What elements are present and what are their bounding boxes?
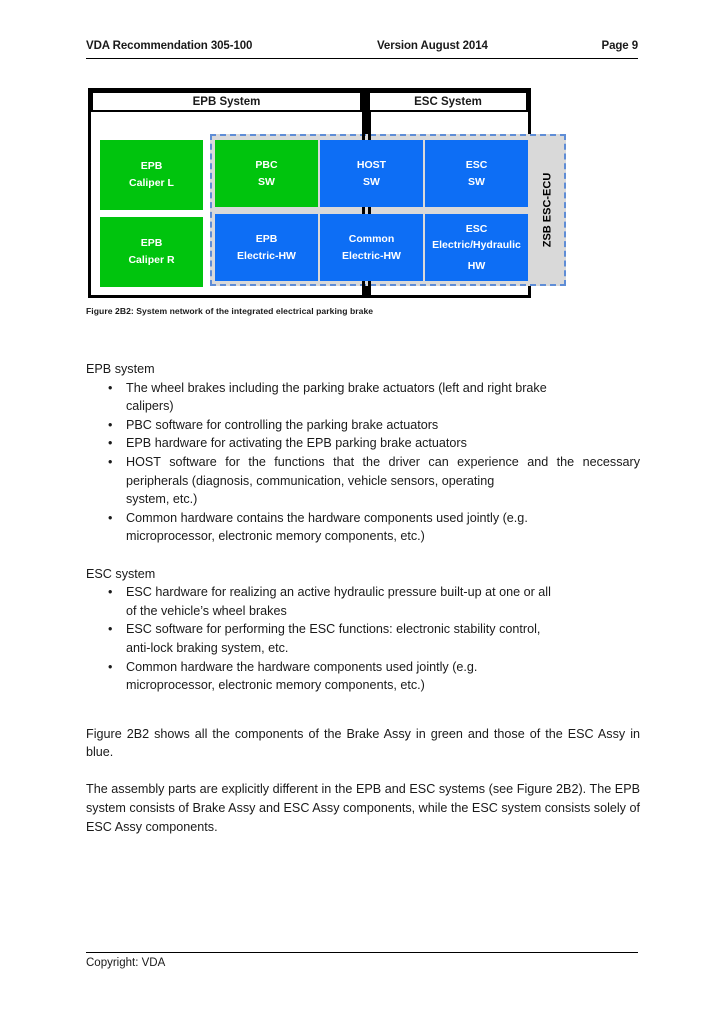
cell-epb-caliper-r-line2: Caliper R <box>128 254 175 266</box>
section-spacer <box>86 546 640 565</box>
esc-system-title: ESC System <box>368 91 528 112</box>
cell-pbc-sw-line1: PBC <box>255 158 278 171</box>
cell-esc-electric-hydraulic-hw: ESC Electric/Hydraulic HW <box>425 214 528 281</box>
epb-bullet-4-tail: system, etc.) <box>126 492 198 507</box>
list-item: ESC hardware for realizing an active hyd… <box>86 583 640 620</box>
list-item: Common hardware the hardware components … <box>86 658 640 695</box>
cell-esc-sw-line2: SW <box>468 175 485 188</box>
cell-epb-caliper-l-line1: EPB <box>140 160 163 172</box>
esc-bullet-2-tail: anti-lock braking system, etc. <box>126 640 289 655</box>
list-item: ESC software for performing the ESC func… <box>86 620 640 657</box>
cell-host-sw: HOST SW <box>320 140 423 207</box>
cell-epb-electric-hw-line1: EPB <box>255 232 278 245</box>
page-footer: Copyright: VDA <box>86 952 638 969</box>
esc-bullet-2-text: ESC software for performing the ESC func… <box>126 622 541 637</box>
esc-bullet-1-tail: of the vehicle’s wheel brakes <box>126 603 287 618</box>
epb-system-heading: EPB system <box>86 362 155 376</box>
cell-common-electric-hw-line1: Common <box>348 232 395 245</box>
cell-pbc-sw-line2: SW <box>258 175 275 188</box>
page-header: VDA Recommendation 305-100 Version Augus… <box>86 40 638 59</box>
cell-epb-caliper-r-line1: EPB <box>140 237 163 249</box>
cell-esc-electric-hydraulic-hw-line1: ESC <box>465 223 488 235</box>
epb-system-title: EPB System <box>91 91 362 112</box>
list-item: The wheel brakes including the parking b… <box>86 379 640 416</box>
epb-bullet-5-tail: microprocessor, electronic memory compon… <box>126 529 425 544</box>
figure-caption: Figure 2B2: System network of the integr… <box>86 306 374 316</box>
paragraph-spacer-2 <box>86 762 640 781</box>
cell-host-sw-line1: HOST <box>356 158 387 171</box>
cell-esc-electric-hydraulic-hw-line3: HW <box>467 260 486 272</box>
closing-paragraph-1: Figure 2B2 shows all the components of t… <box>86 726 640 760</box>
epb-bullet-2-text: PBC software for controlling the parking… <box>126 417 439 432</box>
epb-bullet-5-text: Common hardware contains the hardware co… <box>126 510 528 525</box>
epb-system-bullet-list: The wheel brakes including the parking b… <box>86 379 640 546</box>
cell-common-electric-hw: Common Electric-HW <box>320 214 423 281</box>
epb-bullet-1-text: The wheel brakes including the parking b… <box>126 380 547 395</box>
footer-copyright: Copyright: VDA <box>86 957 166 969</box>
header-document-title: VDA Recommendation 305-100 <box>86 40 253 52</box>
body-content: EPB system The wheel brakes including th… <box>86 360 640 836</box>
zsb-esc-ecu-label-wrap: ZSB ESC-ECU <box>530 136 564 284</box>
closing-paragraph-2: The assembly parts are explicitly differ… <box>86 782 640 834</box>
header-page-number: Page 9 <box>601 40 639 52</box>
cell-esc-sw: ESC SW <box>425 140 528 207</box>
esc-system-bullet-list: ESC hardware for realizing an active hyd… <box>86 583 640 695</box>
cell-common-electric-hw-line2: Electric-HW <box>342 249 401 262</box>
figure-2b2-diagram: ZSB ESC-ECU EPB System ESC System EPB Ca… <box>88 88 568 300</box>
cell-epb-electric-hw-line2: Electric-HW <box>237 249 296 262</box>
list-item: EPB hardware for activating the EPB park… <box>86 434 640 453</box>
esc-bullet-3-tail: microprocessor, electronic memory compon… <box>126 678 425 693</box>
paragraph-spacer-1 <box>86 695 640 725</box>
esc-bullet-3-text: Common hardware the hardware components … <box>126 659 478 674</box>
epb-bullet-3-text: EPB hardware for activating the EPB park… <box>126 436 467 451</box>
epb-bullet-4-text: HOST software for the functions that the… <box>126 454 640 488</box>
list-item: HOST software for the functions that the… <box>86 453 640 509</box>
cell-pbc-sw: PBC SW <box>215 140 318 207</box>
list-item: PBC software for controlling the parking… <box>86 416 640 435</box>
epb-bullet-1-tail: calipers) <box>126 399 174 414</box>
header-version: Version August 2014 <box>377 40 488 52</box>
cell-epb-caliper-r: EPB Caliper R <box>100 217 203 287</box>
cell-epb-caliper-l: EPB Caliper L <box>100 140 203 210</box>
list-item: Common hardware contains the hardware co… <box>86 509 640 546</box>
cell-esc-electric-hydraulic-hw-line2: Electric/Hydraulic <box>432 239 521 251</box>
cell-host-sw-line2: SW <box>363 175 380 188</box>
cell-epb-electric-hw: EPB Electric-HW <box>215 214 318 281</box>
esc-system-heading: ESC system <box>86 566 156 581</box>
esc-bullet-1-text: ESC hardware for realizing an active hyd… <box>126 585 551 600</box>
cell-epb-caliper-l-line2: Caliper L <box>129 177 174 189</box>
cell-esc-sw-line1: ESC <box>465 158 488 171</box>
zsb-esc-ecu-label: ZSB ESC-ECU <box>541 172 553 248</box>
